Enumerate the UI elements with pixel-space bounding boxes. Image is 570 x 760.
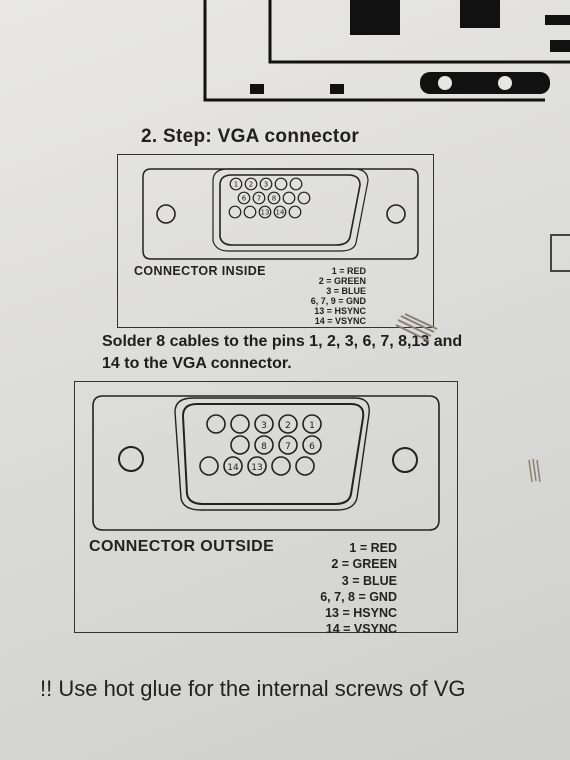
mount-hole-right xyxy=(392,447,418,473)
pin-number: 13 xyxy=(261,209,270,217)
pin-circle xyxy=(273,205,287,219)
pin-circle xyxy=(237,191,251,205)
pin-circle xyxy=(254,435,274,455)
legend-item: 1 = RED xyxy=(349,541,397,555)
legend-item: 3 = BLUE xyxy=(341,573,397,588)
pin-circle xyxy=(267,191,281,205)
connector-outside-label: CONNECTOR OUTSIDE xyxy=(89,538,275,555)
pin-circle xyxy=(282,191,296,205)
pin-number: 3 xyxy=(264,181,268,189)
pin-circle xyxy=(271,456,291,476)
pin-circle xyxy=(206,414,226,434)
pin-group-inside: 1 2 3 6 7 813 14 xyxy=(228,177,311,219)
pin-number: 14 xyxy=(276,209,285,217)
pin-circle xyxy=(247,456,267,476)
pin-circle xyxy=(199,456,219,476)
pin-number: 13 xyxy=(251,463,262,473)
pin-circle xyxy=(295,456,315,476)
pin-circle xyxy=(230,435,250,455)
pin-legend-inside: 1 = RED 2 = GREEN 3 = BLUE 6, 7, 9 = GND… xyxy=(311,266,366,326)
legend-item: 1 = RED xyxy=(331,266,366,276)
connector-outside-drawing: 3 2 1 8 7 6 14 13 xyxy=(92,395,440,531)
pin-number: 8 xyxy=(261,442,267,452)
pin-circle xyxy=(302,414,322,434)
legend-item: 6, 7, 9 = GND xyxy=(310,296,366,306)
connector-outside-diagram: 3 2 1 8 7 6 14 13 CONNECTOR OUTSIDE 1 = RED 2 =… xyxy=(74,381,458,636)
pin-circle xyxy=(278,435,298,455)
pin-circle xyxy=(258,205,272,219)
pin-legend-outside: 1 = RED 2 = GREEN 3 = BLUE 6, 7, 8 = GND… xyxy=(320,540,397,638)
pin-number: 6 xyxy=(309,442,315,452)
smudge-mark xyxy=(395,313,438,342)
pin-circle xyxy=(288,205,302,219)
pin-number: 6 xyxy=(242,195,247,203)
top-partial-diagram xyxy=(203,0,570,102)
pin-number: 2 xyxy=(285,421,291,431)
pin-circle xyxy=(302,435,322,455)
legend-item: 6, 7, 8 = GND xyxy=(320,589,397,604)
pin-circle xyxy=(259,177,273,191)
pin-number: 1 xyxy=(234,181,238,189)
pin-number: 14 xyxy=(227,463,239,473)
pin-circle xyxy=(278,414,298,434)
pin-circle xyxy=(252,191,266,205)
legend-item: 13 = HSYNC xyxy=(325,606,397,621)
pin-number: 3 xyxy=(261,421,267,431)
pin-circle xyxy=(228,205,242,219)
hot-glue-note: !! Use hot glue for the internal screws … xyxy=(40,676,466,701)
pin-circle xyxy=(223,456,243,476)
pin-number: 1 xyxy=(309,421,315,431)
legend-item: 14 = VSYNC xyxy=(314,316,366,326)
pin-number: 2 xyxy=(249,181,253,189)
legend-item: 3 = BLUE xyxy=(326,286,366,296)
smudge-mark xyxy=(528,458,541,483)
page-edge-mark xyxy=(550,234,570,272)
connector-inside-label: CONNECTOR INSIDE xyxy=(134,264,266,278)
legend-item: 13 = HSYNC xyxy=(314,306,366,316)
pin-number: 7 xyxy=(285,442,291,452)
pin-circle xyxy=(289,177,303,191)
pin-number: 7 xyxy=(257,195,261,203)
legend-item: 2 = GREEN xyxy=(318,276,366,286)
connector-inside-drawing: 1 2 3 6 7 813 14 xyxy=(142,168,419,260)
pin-circle xyxy=(230,414,250,434)
mount-hole-right xyxy=(386,204,406,224)
pin-circle xyxy=(274,177,288,191)
pin-circle xyxy=(244,177,258,191)
step-heading: 2. Step: VGA connector xyxy=(141,126,360,147)
pin-circle xyxy=(243,205,257,219)
legend-item: 2 = GREEN xyxy=(331,557,397,572)
mount-hole-left xyxy=(118,446,144,472)
legend-item: 14 = VSYNC xyxy=(325,622,397,637)
pin-number: 8 xyxy=(272,195,276,203)
mount-hole-left xyxy=(156,204,176,224)
solder-instruction: Solder 8 cables to the pins 1, 2, 3, 6, … xyxy=(102,333,463,372)
pin-circle xyxy=(254,414,274,434)
pin-circle xyxy=(229,177,243,191)
pin-circle xyxy=(297,191,311,205)
pin-group-outside: 3 2 1 8 7 6 14 13 xyxy=(199,414,322,476)
